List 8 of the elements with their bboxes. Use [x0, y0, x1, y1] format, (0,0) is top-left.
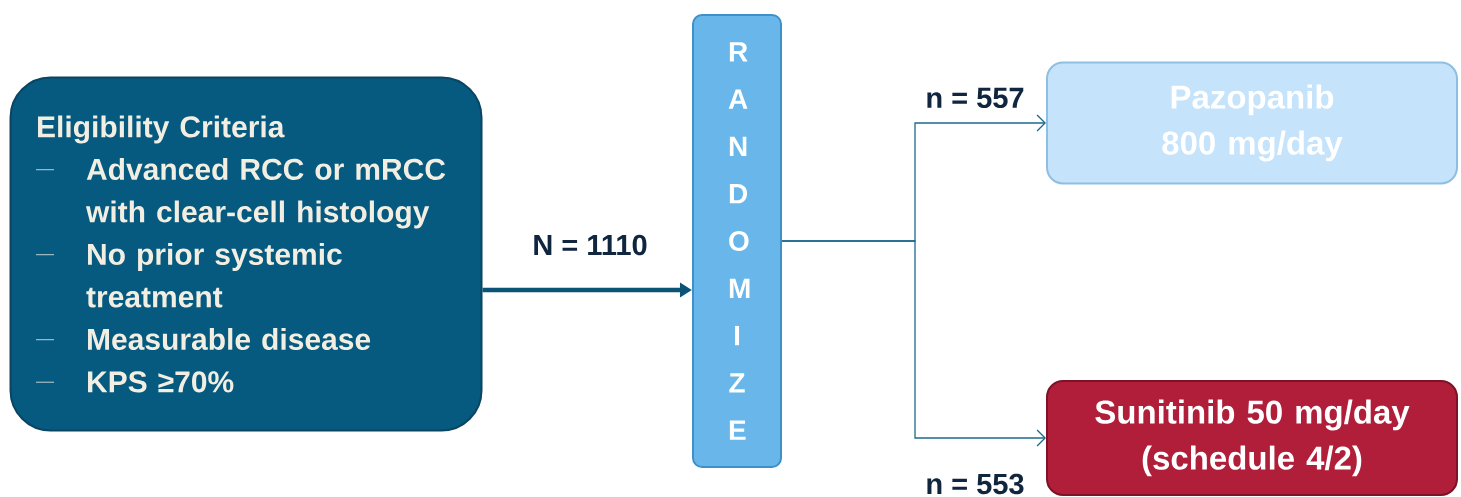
edge-label: n = 557 — [923, 85, 1027, 111]
randomize-bar: R A N D O M I Z E — [692, 14, 782, 468]
treatment-box: Sunitinib 50 mg/day (schedule 4/2) — [1046, 380, 1458, 496]
edge-label: n = 553 — [923, 471, 1027, 497]
edge-label: N = 1110 — [530, 232, 650, 258]
treatment-box: Pazopanib 800 mg/day — [1046, 61, 1458, 185]
arrow — [781, 240, 1046, 447]
criteria-box: Eligibility Criteria Advanced RCC or mRCC with clear-cell histology No prior systemic treatment Measurable disease KPS ≥70% — [9, 76, 483, 432]
